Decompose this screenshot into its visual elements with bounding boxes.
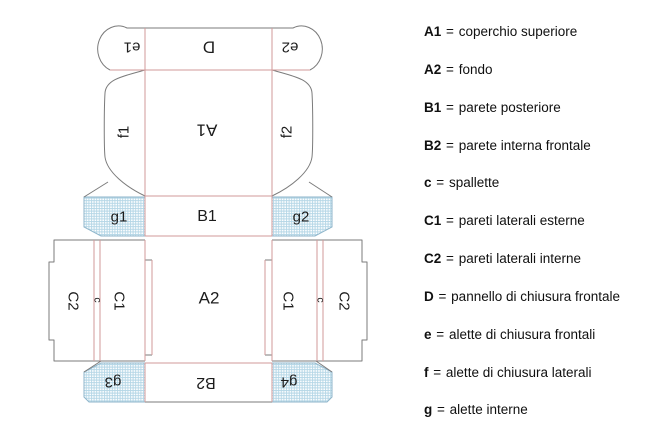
legend-desc: parete interna frontale [458,137,591,153]
legend-equals: = [437,402,445,418]
legend-item-d: D = pannello di chiusura frontale [424,288,646,305]
legend-equals: = [446,251,454,267]
legend-item-a1: A1 = coperchio superiore [424,24,646,40]
legend-key: e [424,326,432,342]
legend-key: f [424,364,429,380]
flap-g4-shape [271,362,333,403]
legend-item-b2: B2 = parete interna frontale [424,137,646,154]
legend-equals: = [446,24,454,39]
legend-item-b1: B1 = parete posteriore [424,99,646,116]
legend-item-c: c = spallette [424,175,646,191]
cut-lines [48,25,368,403]
legend-item-f: f = alette di chiusura laterali [424,364,646,381]
legend-key: A1 [424,24,442,39]
legend-desc: alette di chiusura laterali [445,364,592,380]
legend-desc: alette interne [449,402,528,418]
legend-item-c1: C1 = pareti laterali esterne [424,213,646,229]
legend-item-e: e = alette di chiusura frontali [424,326,646,343]
legend-item-c2: C2 = pareti laterali interne [424,251,646,267]
legend-equals: = [433,364,442,380]
die-cut-diagram: e1 D e2 f1 A1 f2 g1 B1 g2 C2 c C1 A2 C1 … [48,25,368,403]
die-cut-drawing [48,25,368,403]
legend-key: c [424,175,432,191]
legend-desc: pareti laterali esterne [458,213,585,229]
legend-equals: = [446,137,454,153]
legend-key: C2 [424,251,442,267]
legend-equals: = [446,61,454,77]
legend-desc: coperchio superiore [458,24,578,39]
flap-g3-shape [83,362,146,403]
legend-equals: = [438,288,447,304]
legend-key: B2 [424,137,442,153]
legend-desc: pannello di chiusura frontale [451,288,621,304]
legend-desc: spallette [448,175,500,191]
legend-desc: parete posteriore [458,99,561,115]
crease-lines [93,28,324,402]
legend-item-a2: A2 = fondo [424,61,646,78]
legend: A1 = coperchio superiore A2 = fondo B1 =… [424,24,646,418]
legend-key: B1 [424,99,442,115]
legend-desc: pareti laterali interne [458,251,582,267]
legend-equals: = [446,213,454,229]
legend-key: g [424,402,433,418]
legend-key: D [424,288,434,304]
legend-desc: fondo [458,61,493,77]
legend-key: A2 [424,61,442,77]
legend-equals: = [436,326,445,342]
flap-g2-shape [271,196,333,237]
legend-desc: alette di chiusura frontali [448,326,596,342]
legend-item-g: g = alette interne [424,403,646,418]
legend-key: C1 [424,213,442,229]
flap-g1-shape [83,196,146,237]
glue-flaps [83,196,333,403]
legend-equals: = [446,99,454,115]
legend-equals: = [436,175,445,191]
